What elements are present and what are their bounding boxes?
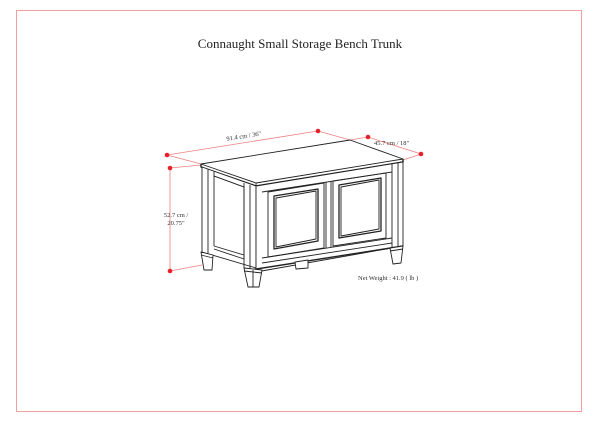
height-dimension-line1: 52.7 cm / [163, 212, 189, 219]
depth-dimension-label: 45.7 cm / 18" [374, 140, 410, 147]
product-title: Connaught Small Storage Bench Trunk [197, 36, 403, 51]
dimension-dots [164, 128, 424, 274]
height-dimension-label: 52.7 cm / 20.75" [156, 212, 196, 228]
net-weight-label: Net Weight : 41.9 ( lb ) [358, 275, 419, 282]
page-frame [16, 10, 582, 412]
dimension-lines [166, 130, 422, 272]
height-dimension-line2: 20.75" [167, 220, 185, 227]
bench [200, 139, 404, 288]
